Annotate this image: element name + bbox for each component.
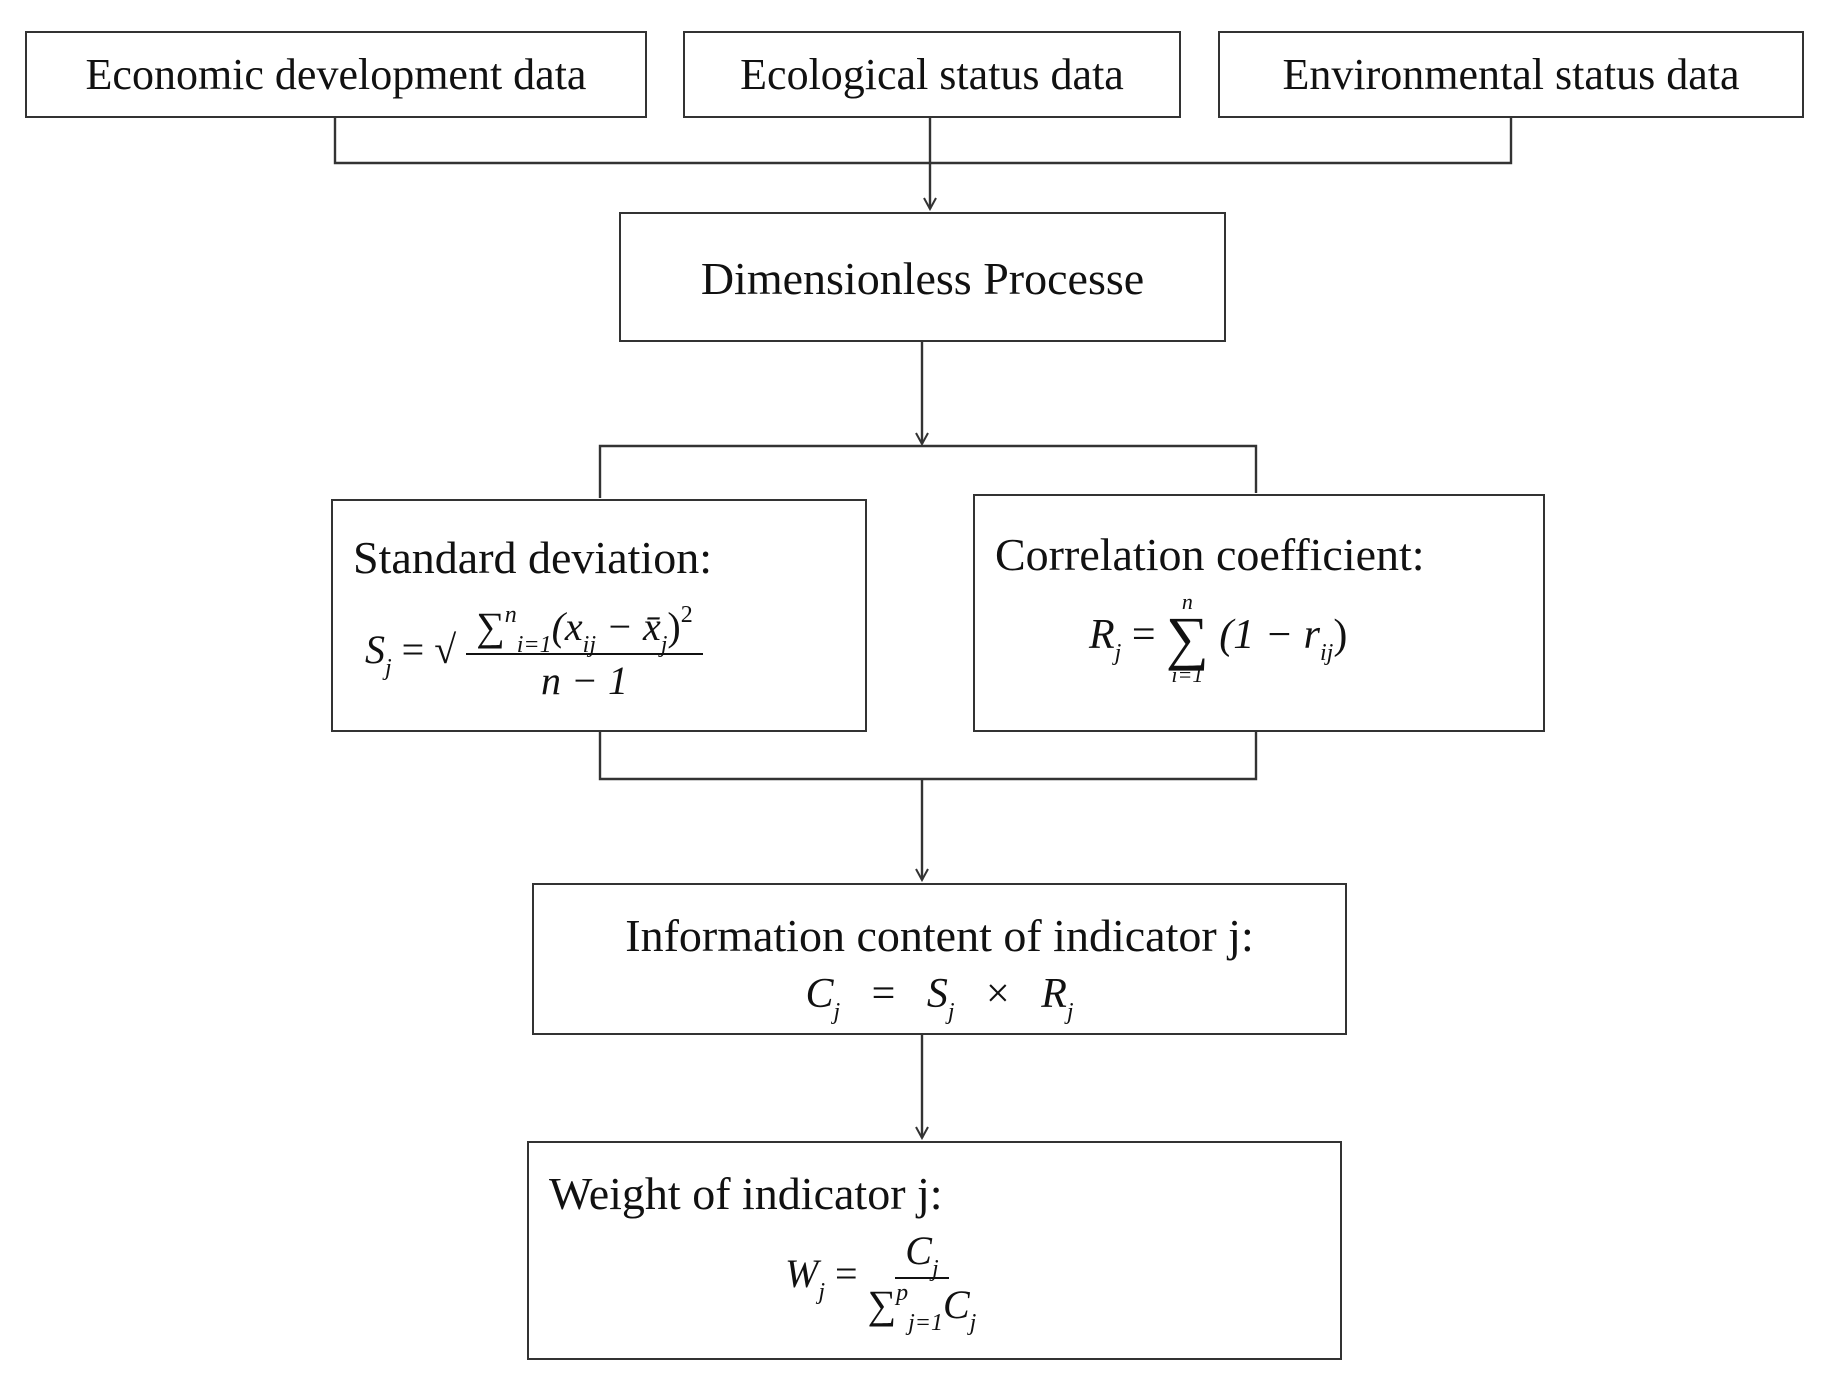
merge-connector-middle (598, 731, 1258, 781)
economic-data-label: Economic development data (85, 50, 587, 99)
std-num-close: ) (667, 604, 681, 649)
info-r-sub: j (1066, 999, 1074, 1025)
std-num-x: (x (551, 604, 583, 649)
std-lhs-sub: j (385, 655, 392, 682)
merge-connector-top (333, 118, 1513, 165)
corr-sum-sup: n (1181, 589, 1193, 614)
std-numerator: ∑n i=1(xij − x̄j)2 (466, 603, 703, 658)
weight-lhs-sub: j (818, 1279, 825, 1306)
corr-sum-symbol: ∑ (1166, 605, 1209, 671)
environmental-data-box: Environmental status data (1218, 31, 1804, 118)
standard-deviation-title: Standard deviation: (353, 532, 712, 583)
split-connector (598, 444, 1258, 498)
standard-deviation-box: Standard deviation: Sj = √ ∑n i=1(xij − x… (331, 499, 867, 732)
correlation-title: Correlation coefficient: (995, 529, 1425, 580)
std-num-mean: − x̄ (596, 604, 661, 649)
weight-sum-symbol: ∑ (867, 1282, 897, 1327)
std-sum-symbol: ∑ (476, 604, 505, 649)
corr-body-close: ) (1333, 612, 1348, 659)
weight-num-sub: j (931, 1256, 939, 1282)
weight-lhs: W (785, 1251, 819, 1297)
information-content-title: Information content of indicator j: (625, 910, 1254, 961)
info-times: × (965, 971, 1031, 1017)
ecological-data-label: Ecological status data (740, 50, 1124, 99)
info-c-sub: j (833, 999, 841, 1025)
weight-formula: Wj = Cj ∑pj=1Cj (785, 1228, 977, 1336)
corr-sum-sub: i=1 (1171, 662, 1204, 687)
weight-sum-sub: j=1 (908, 1310, 943, 1336)
std-fraction: ∑n i=1(xij − x̄j)2 n − 1 (466, 603, 703, 703)
std-num-sub: ij (582, 632, 596, 658)
environmental-data-label: Environmental status data (1282, 50, 1740, 99)
std-sum-sub: i=1 (516, 632, 552, 658)
std-sum-sup: n (504, 602, 517, 628)
corr-body-sub: ij (1319, 640, 1334, 667)
information-content-box: Information content of indicator j: Cj =… (532, 883, 1347, 1035)
weight-equals: = (835, 1251, 868, 1297)
info-c: C (805, 971, 834, 1017)
weight-den-c: C (942, 1282, 970, 1327)
standard-deviation-formula: Sj = √ ∑ni=1(xij − x̄j)2 n − 1 (365, 603, 703, 703)
std-equals: = √ (401, 627, 457, 673)
corr-lhs-sub: j (1114, 640, 1122, 667)
info-s: S (926, 971, 948, 1017)
corr-body: (1 − r (1219, 612, 1320, 659)
ecological-data-box: Ecological status data (683, 31, 1181, 118)
weight-den-sub: j (969, 1310, 977, 1336)
std-num-sup: 2 (680, 602, 693, 628)
dimensionless-label: Dimensionless Processe (700, 253, 1145, 304)
weight-sum-sup: p (896, 1280, 909, 1306)
economic-data-box: Economic development data (25, 31, 647, 118)
info-r: R (1041, 971, 1067, 1017)
information-content-formula: Cj = Sj × Rj (534, 971, 1345, 1024)
weight-numerator: Cj (895, 1228, 949, 1282)
weight-title: Weight of indicator j: (549, 1168, 943, 1219)
weight-denominator: ∑p j=1Cj (867, 1279, 977, 1335)
corr-lhs: R (1089, 612, 1115, 659)
corr-sum-block: n ∑ i=1 (1166, 591, 1209, 686)
std-lhs: S (365, 627, 385, 673)
weight-fraction: Cj ∑pj=1Cj (867, 1228, 977, 1336)
weight-box: Weight of indicator j: Wj = Cj ∑pj=1Cj (527, 1141, 1342, 1360)
weight-num-c: C (905, 1228, 932, 1273)
correlation-formula: Rj = n ∑ i=1 (1 − rij) (1089, 591, 1347, 686)
std-denominator: n − 1 (540, 658, 628, 703)
dimensionless-box: Dimensionless Processe (619, 212, 1226, 342)
info-equals: = (850, 971, 917, 1017)
info-s-sub: j (947, 999, 955, 1025)
corr-equals: = (1131, 612, 1167, 659)
std-num-sub2: j (660, 632, 668, 658)
correlation-box: Correlation coefficient: Rj = n ∑ i=1 (1… (973, 494, 1545, 732)
